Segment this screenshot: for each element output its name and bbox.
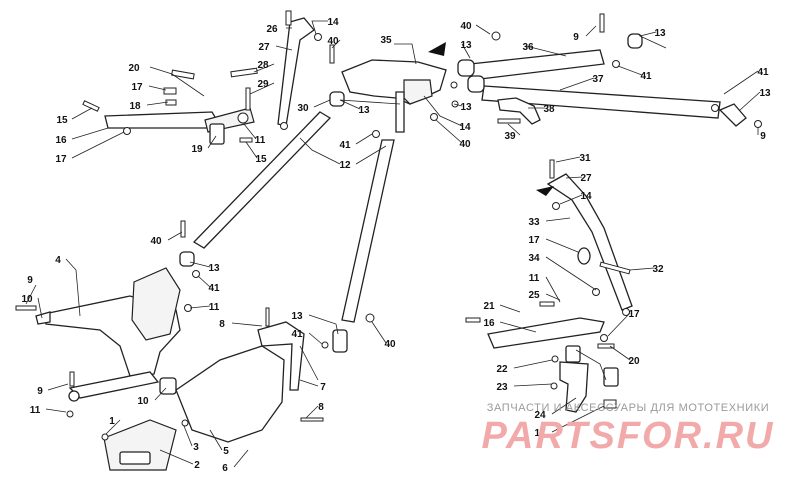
callout-14: 14	[327, 17, 339, 28]
callout-41: 41	[208, 283, 220, 294]
callout-36: 36	[522, 42, 534, 53]
callout-10: 10	[21, 294, 33, 305]
bracket-7	[257, 321, 319, 391]
callout-11: 11	[209, 302, 220, 313]
top-center-plate	[329, 42, 447, 138]
callout-24: 24	[534, 410, 546, 421]
callout-19: 19	[191, 144, 203, 155]
callout-13: 13	[291, 311, 303, 322]
callout-34: 34	[528, 253, 540, 264]
callout-40: 40	[150, 236, 162, 247]
callout-9: 9	[37, 386, 43, 397]
vertical-tube-12	[321, 139, 395, 353]
callout-41: 41	[291, 329, 303, 340]
orientation-arrow-right	[536, 186, 554, 196]
callout-29: 29	[257, 79, 269, 90]
callout-20: 20	[628, 356, 640, 367]
callout-9: 9	[27, 275, 33, 286]
callout-40: 40	[327, 36, 339, 47]
callout-9: 9	[573, 32, 579, 43]
callout-38: 38	[543, 104, 555, 115]
callout-4: 4	[55, 255, 61, 266]
callout-35: 35	[380, 35, 392, 46]
callout-17: 17	[528, 235, 540, 246]
callout-40: 40	[384, 339, 396, 350]
callout-7: 7	[320, 382, 326, 393]
callout-13: 13	[759, 88, 771, 99]
callout-41: 41	[339, 140, 351, 151]
callout-17: 17	[534, 428, 546, 439]
callout-11: 11	[255, 135, 266, 146]
watermark: ЗАПЧАСТИ И АКСЕССУАРЫ ДЛЯ МОТОТЕХНИКИ PA…	[478, 402, 778, 458]
callout-30: 30	[297, 103, 309, 114]
callout-20: 20	[128, 63, 140, 74]
callout-23: 23	[496, 382, 508, 393]
callout-3: 3	[193, 442, 199, 453]
callout-15: 15	[255, 154, 267, 165]
callout-2: 2	[194, 460, 200, 471]
callout-18: 18	[129, 101, 141, 112]
callout-13: 13	[654, 28, 666, 39]
callout-1: 1	[109, 416, 115, 427]
callout-32: 32	[652, 264, 664, 275]
callout-13: 13	[460, 40, 472, 51]
callout-12: 12	[339, 160, 351, 171]
callout-6: 6	[222, 463, 228, 474]
callout-8: 8	[219, 319, 225, 330]
callout-22: 22	[496, 364, 508, 375]
lower-center-shroud	[101, 307, 324, 471]
callout-27: 27	[580, 173, 592, 184]
callout-21: 21	[483, 301, 495, 312]
callout-14: 14	[459, 122, 471, 133]
leader-lines	[25, 20, 761, 468]
callout-27: 27	[258, 42, 270, 53]
callout-40: 40	[459, 139, 471, 150]
callout-10: 10	[137, 396, 149, 407]
callout-15: 15	[56, 115, 68, 126]
callout-11: 11	[30, 405, 41, 416]
lower-left-frame	[15, 267, 192, 418]
callout-17: 17	[628, 309, 640, 320]
callout-17: 17	[55, 154, 67, 165]
callout-8: 8	[318, 402, 324, 413]
callout-41: 41	[757, 67, 769, 78]
callout-25: 25	[528, 290, 540, 301]
left-upper-brace	[82, 69, 255, 145]
callout-31: 31	[579, 153, 591, 164]
bracket-38	[497, 97, 541, 125]
callout-13: 13	[460, 102, 472, 113]
callout-11: 11	[529, 273, 540, 284]
right-lower-brace	[465, 301, 619, 413]
watermark-logo: PARTSFOR.RU	[481, 415, 775, 457]
watermark-caption: ЗАПЧАСТИ И АКСЕССУАРЫ ДЛЯ МОТОТЕХНИКИ	[486, 402, 770, 414]
callout-9: 9	[760, 131, 766, 142]
callout-39: 39	[504, 131, 516, 142]
callout-33: 33	[528, 217, 540, 228]
right-strut	[546, 159, 633, 316]
callout-5: 5	[223, 446, 229, 457]
upper-right-tubes	[450, 13, 762, 128]
callout-17: 17	[131, 82, 143, 93]
callout-14: 14	[580, 191, 592, 202]
callout-16: 16	[483, 318, 495, 329]
callout-13: 13	[208, 263, 220, 274]
callout-26: 26	[266, 24, 278, 35]
callout-13: 13	[358, 105, 370, 116]
top-vertical-strut	[230, 10, 322, 130]
callout-40: 40	[460, 21, 472, 32]
callout-16: 16	[55, 135, 67, 146]
callout-28: 28	[257, 60, 269, 71]
callout-37: 37	[592, 74, 604, 85]
callout-41: 41	[640, 71, 652, 82]
